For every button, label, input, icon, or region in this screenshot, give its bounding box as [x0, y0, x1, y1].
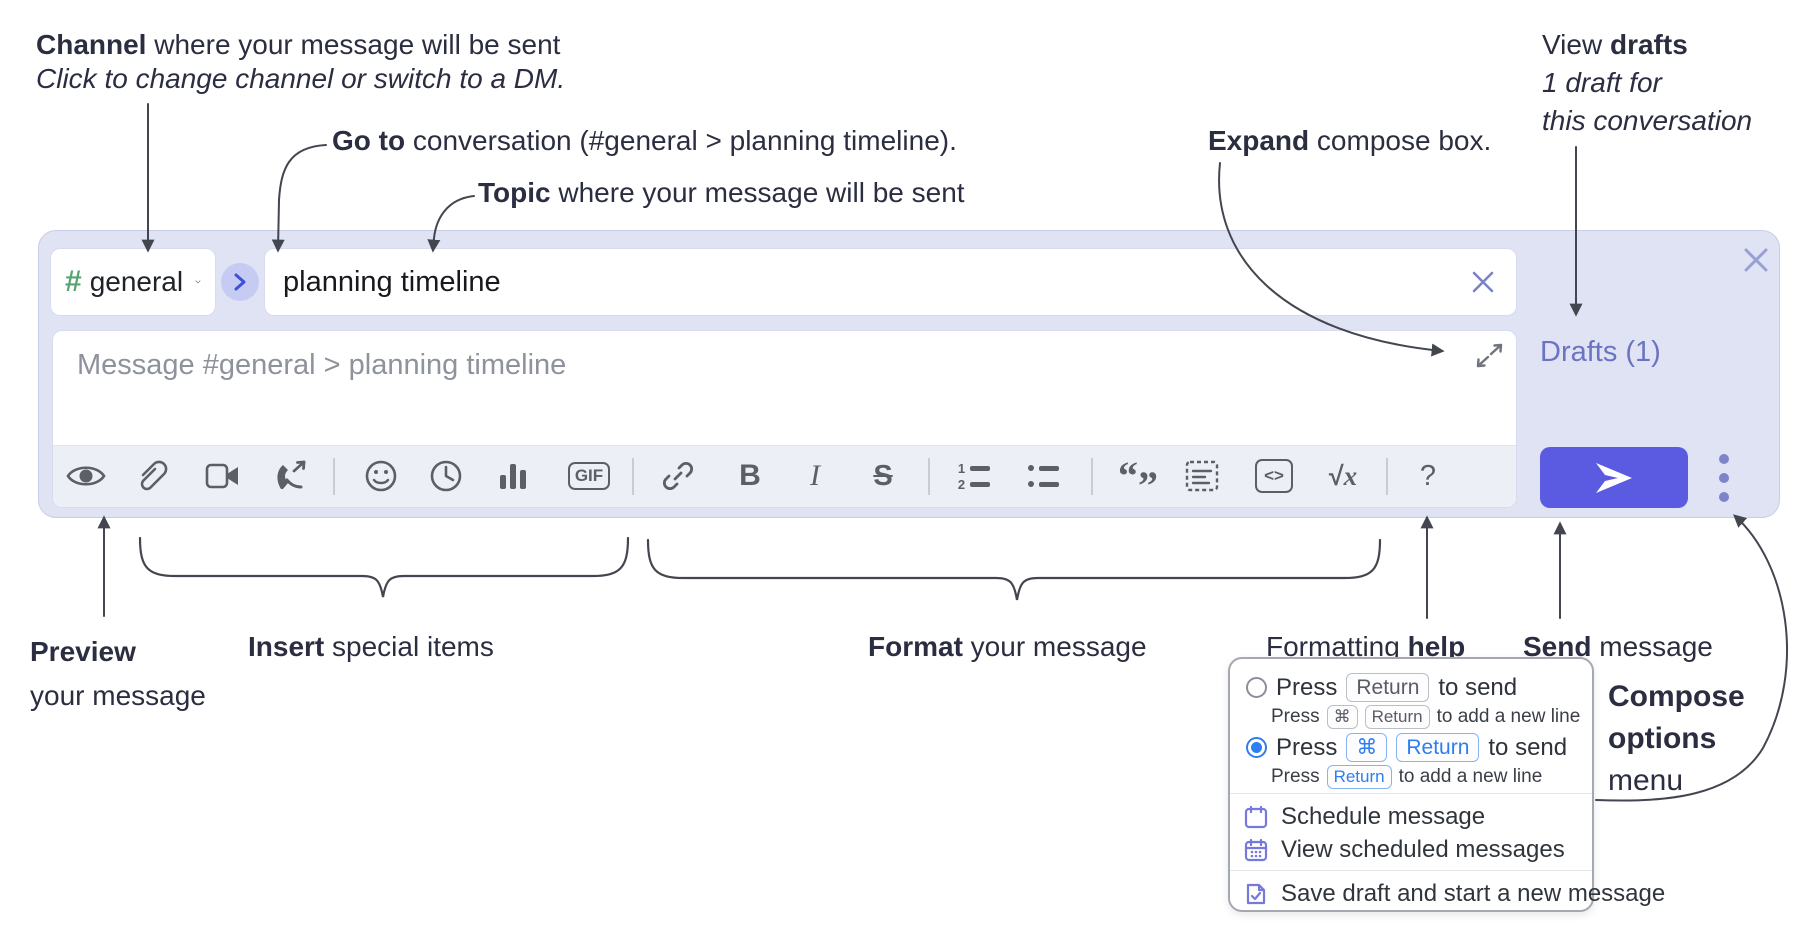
send-button[interactable]	[1540, 447, 1688, 508]
formula-icon[interactable]: √x	[1328, 460, 1358, 491]
emoji-icon[interactable]	[357, 452, 405, 500]
dot	[1719, 454, 1729, 464]
key-return: Return	[1364, 705, 1430, 729]
message-attachment-icon[interactable]	[1178, 452, 1226, 500]
dot	[1719, 492, 1729, 502]
topic-input[interactable]: planning timeline	[264, 248, 1517, 316]
annotation-topic: Topic where your message will be sent	[478, 177, 965, 208]
expand-compose-button[interactable]	[1476, 343, 1504, 369]
clear-topic-button[interactable]	[1468, 267, 1498, 297]
annotation-channel: Channel where your message will be sent …	[36, 29, 566, 94]
gif-icon[interactable]: GIF	[565, 452, 613, 500]
draft-check-icon	[1246, 883, 1266, 905]
menu-option-cmd-return-to-send[interactable]: Press ⌘ Return to send	[1246, 733, 1567, 762]
message-placeholder: Message #general > planning timeline	[77, 349, 567, 381]
toolbar-separator	[632, 458, 634, 495]
menu-divider	[1230, 793, 1592, 794]
poll-chart-icon[interactable]	[489, 452, 537, 500]
menu-item-view-scheduled[interactable]: View scheduled messages	[1244, 836, 1565, 864]
close-compose-button[interactable]	[1741, 245, 1771, 275]
annotation-format: Format your message	[868, 631, 1147, 662]
channel-hash-icon: #	[65, 265, 82, 298]
menu-option-return-to-send[interactable]: Press Return to send	[1246, 673, 1517, 702]
toolbar-separator	[1091, 458, 1093, 495]
key-return: Return	[1326, 765, 1392, 789]
annotation-insert: Insert special items	[248, 631, 494, 662]
preview-eye-icon[interactable]	[62, 452, 110, 500]
expand-arrows-icon	[1476, 343, 1503, 368]
annotation-view-drafts: View drafts 1 draft for this conversatio…	[1542, 29, 1753, 136]
message-compose-area[interactable]: Message #general > planning timeline	[52, 330, 1517, 508]
annotation-formatting-help: Formatting help	[1266, 631, 1466, 662]
goto-conversation-button[interactable]	[221, 263, 259, 301]
calendar-icon	[1244, 805, 1268, 829]
key-return: Return	[1346, 673, 1430, 702]
topic-value: planning timeline	[283, 265, 501, 298]
annotation-compose-options: Compose options menu	[1608, 680, 1745, 797]
menu-option-cmd-return-to-send-sub: Press Return to add a new line	[1271, 765, 1543, 789]
radio-unselected-icon[interactable]	[1246, 677, 1267, 698]
compose-options-button[interactable]	[1711, 452, 1737, 504]
formatting-help-icon[interactable]: ?	[1419, 459, 1437, 492]
italic-icon[interactable]: I	[810, 459, 820, 492]
formatting-toolbar: GIF B I S 1 2	[53, 445, 1516, 507]
quote-icon[interactable]: “”	[1118, 453, 1158, 508]
key-cmd: ⌘	[1326, 705, 1358, 729]
chevron-right-icon	[234, 273, 246, 291]
brace-insert	[138, 536, 630, 598]
drafts-link[interactable]: Drafts (1)	[1540, 336, 1661, 368]
bullet-list-icon[interactable]	[1019, 452, 1067, 500]
code-icon[interactable]: <>	[1250, 452, 1298, 500]
annotation-goto: Go to conversation (#general > planning …	[332, 125, 957, 156]
toolbar-separator	[333, 458, 335, 495]
attach-paperclip-icon[interactable]	[127, 452, 175, 500]
annotation-preview: Preview your message	[30, 636, 206, 711]
key-cmd: ⌘	[1346, 733, 1388, 762]
close-icon	[1744, 248, 1768, 272]
chevron-down-icon	[195, 280, 201, 284]
brace-format	[646, 538, 1382, 601]
menu-item-save-draft[interactable]: Save draft and start a new message	[1244, 880, 1665, 908]
audio-call-icon[interactable]	[267, 452, 315, 500]
toolbar-separator	[1386, 458, 1388, 495]
compose-options-menu: Press Return to send Press ⌘ Return to a…	[1228, 657, 1665, 912]
video-call-icon[interactable]	[199, 452, 247, 500]
recent-clock-icon[interactable]	[422, 452, 470, 500]
menu-divider	[1230, 870, 1592, 871]
send-icon	[1596, 462, 1632, 493]
calendar-grid-icon	[1244, 838, 1268, 862]
annotation-expand: Expand compose box.	[1208, 125, 1492, 156]
channel-selector[interactable]: # general	[50, 248, 216, 316]
key-return: Return	[1396, 733, 1480, 762]
strikethrough-icon[interactable]: S	[873, 459, 893, 492]
menu-item-schedule-message[interactable]: Schedule message	[1244, 803, 1485, 831]
channel-name: general	[89, 266, 184, 297]
dot	[1719, 473, 1729, 483]
bold-icon[interactable]: B	[739, 459, 761, 492]
link-icon[interactable]	[654, 452, 702, 500]
radio-selected-icon[interactable]	[1246, 737, 1267, 758]
toolbar-separator	[928, 458, 930, 495]
ordered-list-icon[interactable]: 1 2	[950, 452, 998, 500]
menu-option-return-to-send-sub: Press ⌘ Return to add a new line	[1271, 705, 1581, 729]
clear-x-icon	[1472, 271, 1494, 293]
